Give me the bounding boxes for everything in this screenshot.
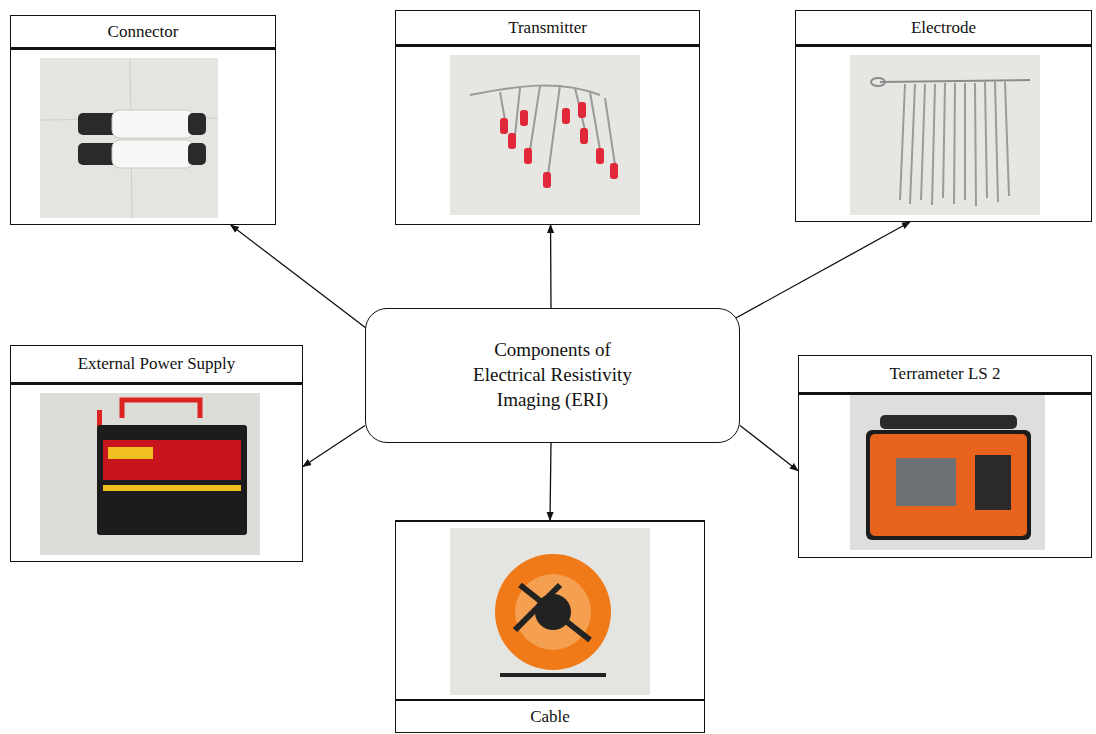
component-name: Terrameter LS 2 bbox=[889, 364, 1000, 384]
central-title: Components of Electrical Resistivity Ima… bbox=[463, 338, 643, 412]
component-label: Cable bbox=[395, 700, 705, 733]
photo-frame bbox=[395, 520, 705, 700]
connector-photo bbox=[40, 58, 218, 218]
photo-frame bbox=[795, 45, 1092, 222]
electrode-photo bbox=[850, 55, 1040, 215]
photo-frame bbox=[10, 383, 303, 562]
component-name: Connector bbox=[108, 22, 179, 42]
component-label: Connector bbox=[10, 15, 276, 48]
cable-reel-photo bbox=[450, 528, 650, 695]
arrow-connector bbox=[231, 225, 375, 335]
component-card: Terrameter LS 2 bbox=[798, 355, 1092, 558]
component-name: Electrode bbox=[911, 18, 976, 38]
component-label: Transmitter bbox=[395, 10, 700, 45]
central-box: Components of Electrical Resistivity Ima… bbox=[365, 308, 740, 443]
component-card: Cable bbox=[395, 520, 705, 733]
photo-frame bbox=[395, 45, 700, 225]
arrow-connector bbox=[550, 443, 551, 520]
terrameter-photo bbox=[850, 390, 1045, 550]
component-name: Cable bbox=[530, 707, 570, 727]
battery-photo bbox=[40, 393, 260, 555]
arrow-connector bbox=[740, 425, 798, 470]
component-name: Transmitter bbox=[508, 18, 587, 38]
arrow-connector bbox=[550, 225, 552, 308]
arrow-connector bbox=[303, 425, 365, 466]
transmitter-photo bbox=[450, 55, 640, 215]
component-label: Electrode bbox=[795, 10, 1092, 45]
component-card: External Power Supply bbox=[10, 345, 303, 562]
component-card: Connector bbox=[10, 15, 276, 225]
component-name: External Power Supply bbox=[78, 354, 236, 374]
photo-frame bbox=[10, 48, 276, 225]
photo-frame bbox=[798, 393, 1092, 558]
component-label: External Power Supply bbox=[10, 345, 303, 383]
component-card: Transmitter bbox=[395, 10, 700, 225]
component-label: Terrameter LS 2 bbox=[798, 355, 1092, 393]
component-card: Electrode bbox=[795, 10, 1092, 222]
